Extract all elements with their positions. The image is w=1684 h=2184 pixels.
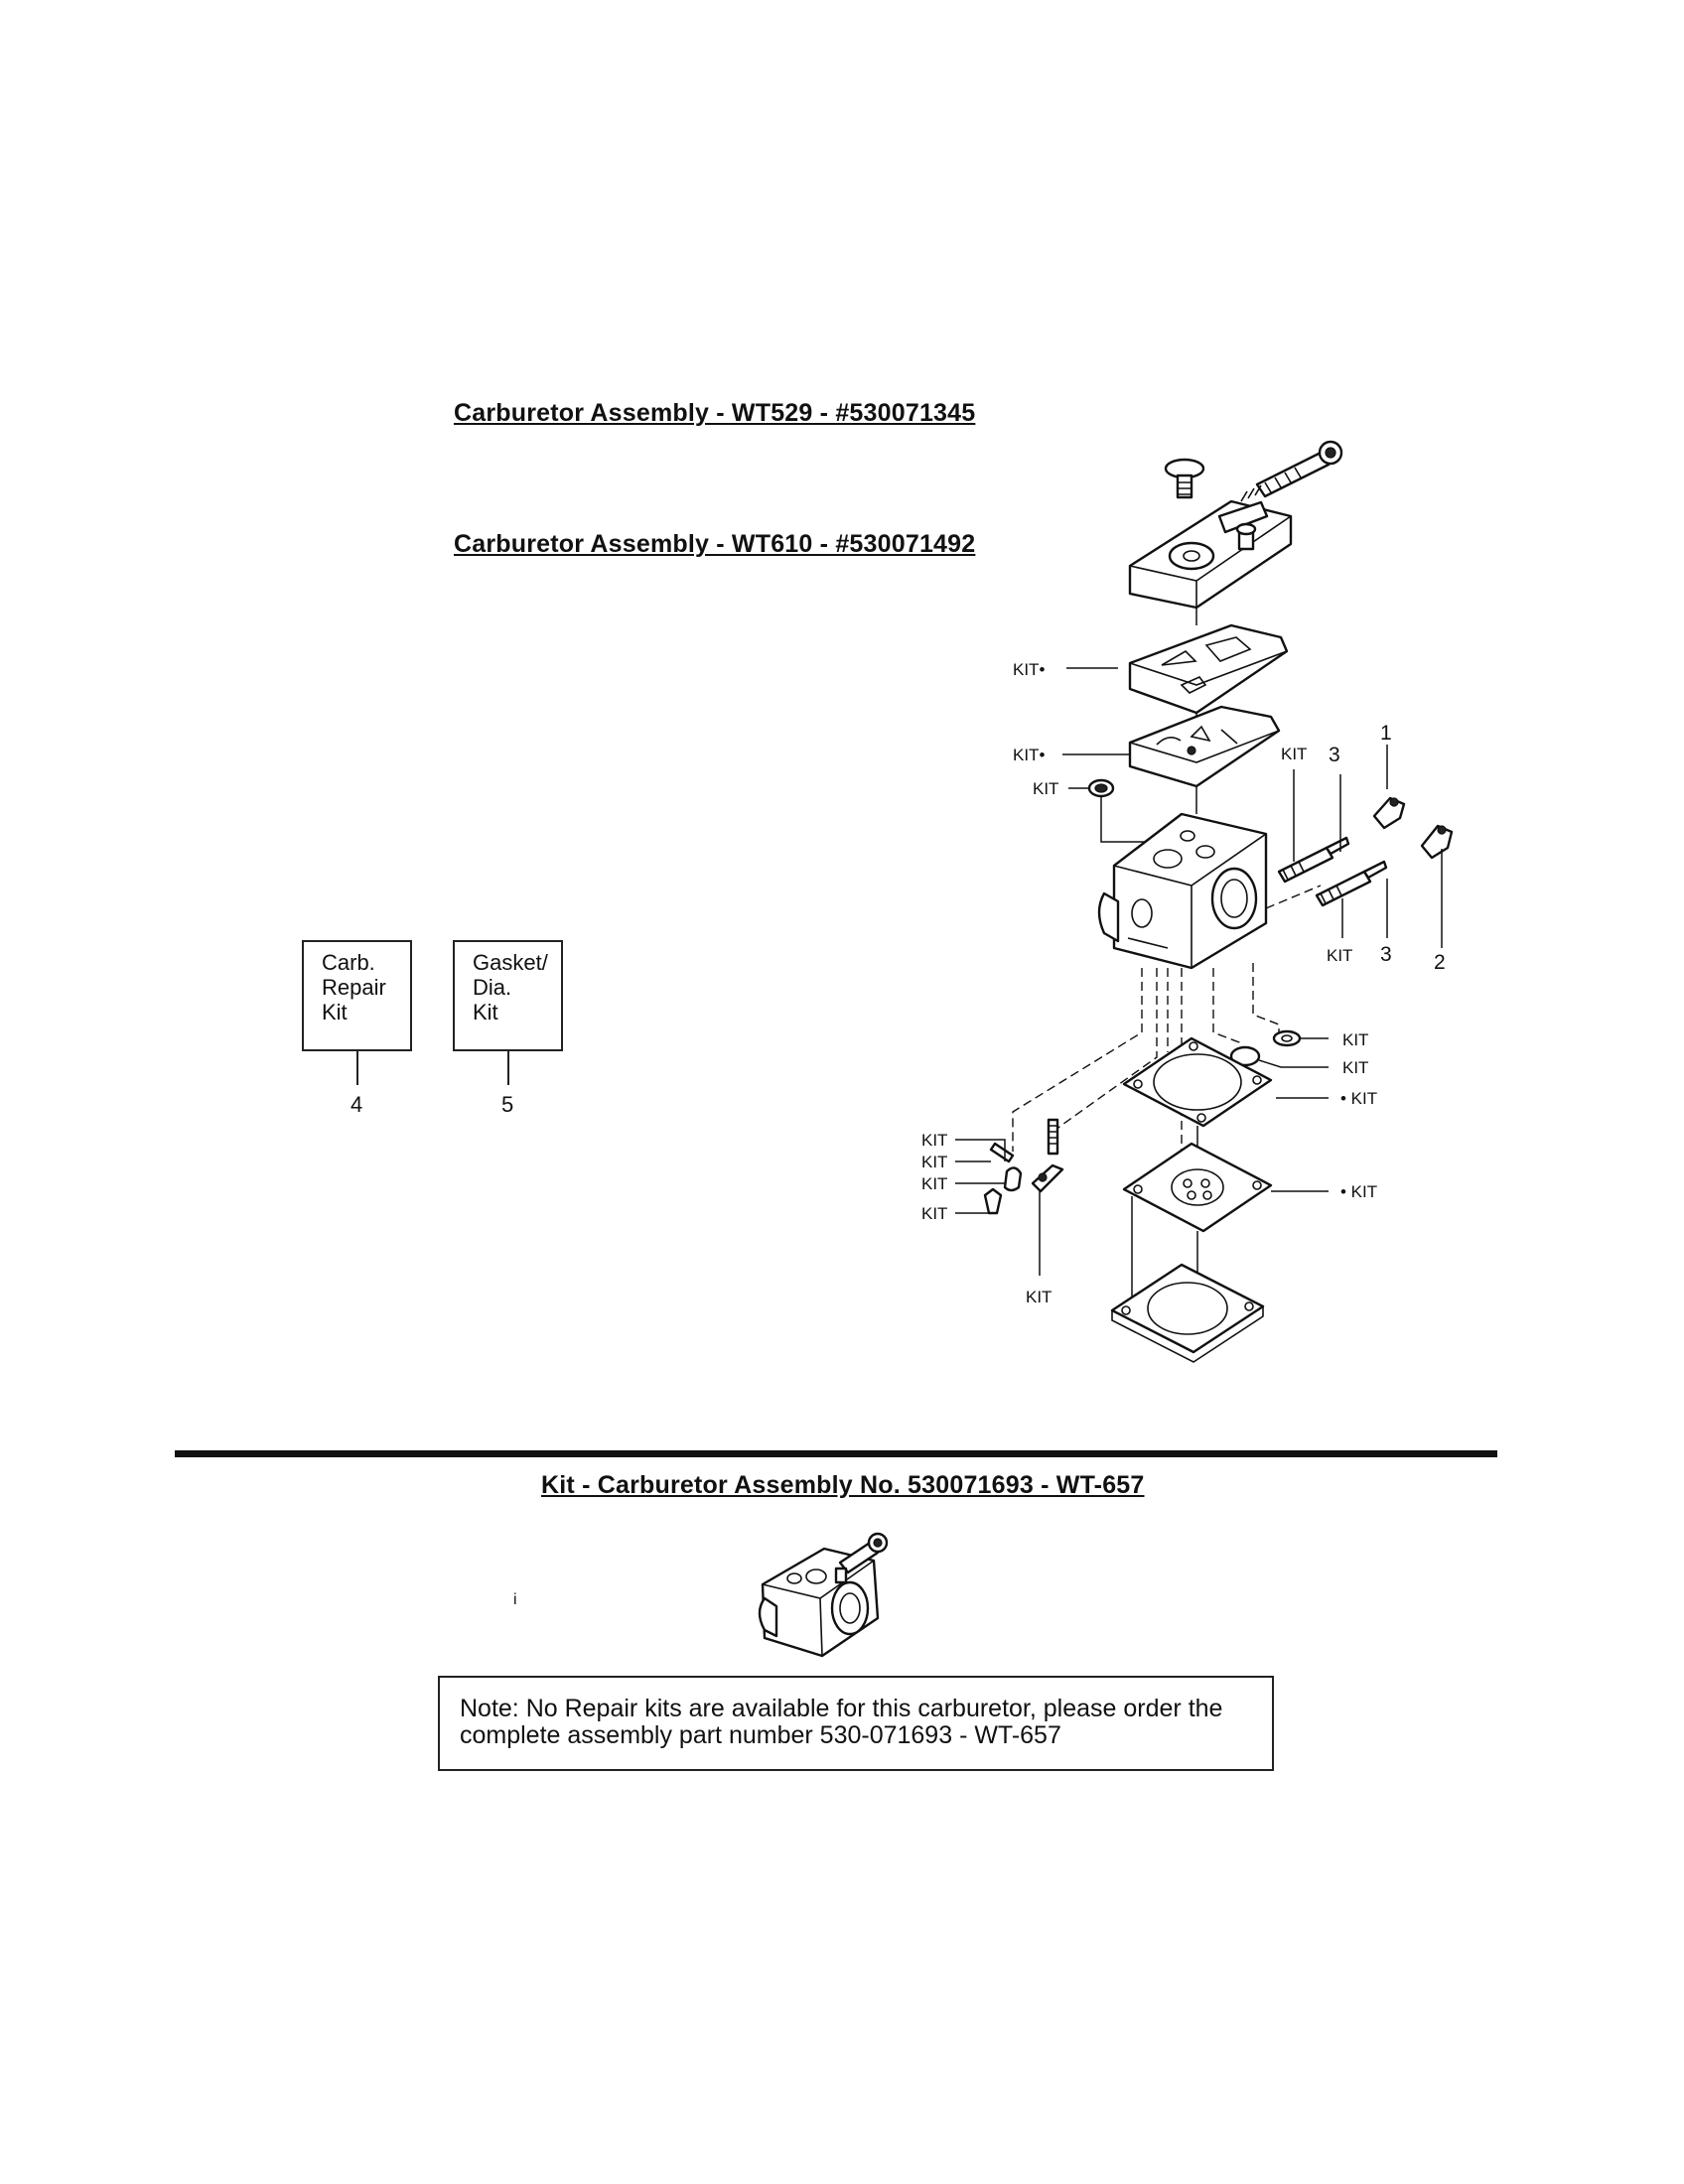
kit-box-line: Kit (322, 1000, 348, 1024)
kit-label: KIT (921, 1204, 947, 1223)
kit-box-line: Kit (473, 1000, 498, 1024)
note-line-2: complete assembly part number 530-071693… (460, 1721, 1061, 1749)
limiter-cap-2 (1420, 824, 1454, 860)
dot-kit-label: • KIT (1340, 1089, 1377, 1108)
kit-label: KIT (921, 1131, 947, 1150)
needle-valve-upper (1277, 836, 1350, 884)
metering-cover (1110, 1263, 1265, 1363)
kit-label: KIT (921, 1174, 947, 1193)
note-line-1: Note: No Repair kits are available for t… (460, 1695, 1223, 1722)
metering-diaphragm (1122, 1142, 1273, 1233)
section-divider (175, 1450, 1497, 1457)
kit-dot-label: KIT• (1013, 660, 1045, 679)
kit-label: KIT (1033, 779, 1058, 798)
kit-label: KIT (1281, 745, 1307, 763)
pump-cover (1128, 499, 1293, 610)
kit-box-leader (507, 1051, 509, 1085)
carb-repair-kit-box: Carb. Repair Kit (302, 940, 412, 1051)
repair-kit-note: Note: No Repair kits are available for t… (438, 1676, 1274, 1771)
stray-mark: i (513, 1591, 517, 1608)
kit-box-line: Repair (322, 975, 386, 1000)
callout-number-3: 3 (1329, 744, 1340, 766)
kit-label: KIT (1342, 1030, 1368, 1049)
gasket-dia-kit-box: Gasket/ Dia. Kit (453, 940, 563, 1051)
callout-number-2: 2 (1434, 951, 1446, 974)
pump-gasket (1128, 623, 1289, 715)
kit-label: KIT (921, 1153, 947, 1171)
dot-kit-label: • KIT (1340, 1182, 1377, 1201)
wt657-carburetor-illustration (758, 1532, 889, 1658)
carburetor-exploded-diagram: KIT• KIT• KIT KIT 3 1 KIT 3 2 KIT KIT • … (921, 440, 1454, 1363)
callout-number-1: 1 (1380, 722, 1392, 745)
kit-box-line: Dia. (473, 975, 512, 1000)
kit-label: KIT (1327, 946, 1352, 965)
title-wt529: Carburetor Assembly - WT529 - #530071345 (454, 399, 976, 427)
kit-label: KIT (1342, 1058, 1368, 1077)
inlet-needle-lever-cluster (983, 1118, 1064, 1215)
callout-number-4: 4 (351, 1092, 363, 1117)
needle-valve-lower (1315, 860, 1388, 907)
kit-box-line: Gasket/ (473, 950, 548, 975)
callout-number-5: 5 (501, 1092, 514, 1117)
kit-label: KIT (1026, 1288, 1052, 1306)
kit-dot-label: KIT• (1013, 746, 1045, 764)
title-wt610: Carburetor Assembly - WT610 - #530071492 (454, 530, 976, 558)
carburetor-body (1097, 812, 1268, 970)
top-screw (1164, 458, 1205, 499)
adjusting-screw-top (1240, 440, 1343, 502)
metering-gasket (1122, 1036, 1273, 1128)
callout-number-3: 3 (1380, 943, 1392, 966)
pump-diaphragm (1128, 705, 1281, 788)
limiter-cap-1 (1372, 796, 1406, 830)
kit-box-leader (356, 1051, 358, 1085)
title-wt657: Kit - Carburetor Assembly No. 530071693 … (541, 1471, 1145, 1499)
inlet-screen (1087, 778, 1115, 798)
small-gasket-ring (1272, 1029, 1302, 1047)
kit-box-line: Carb. (322, 950, 375, 975)
